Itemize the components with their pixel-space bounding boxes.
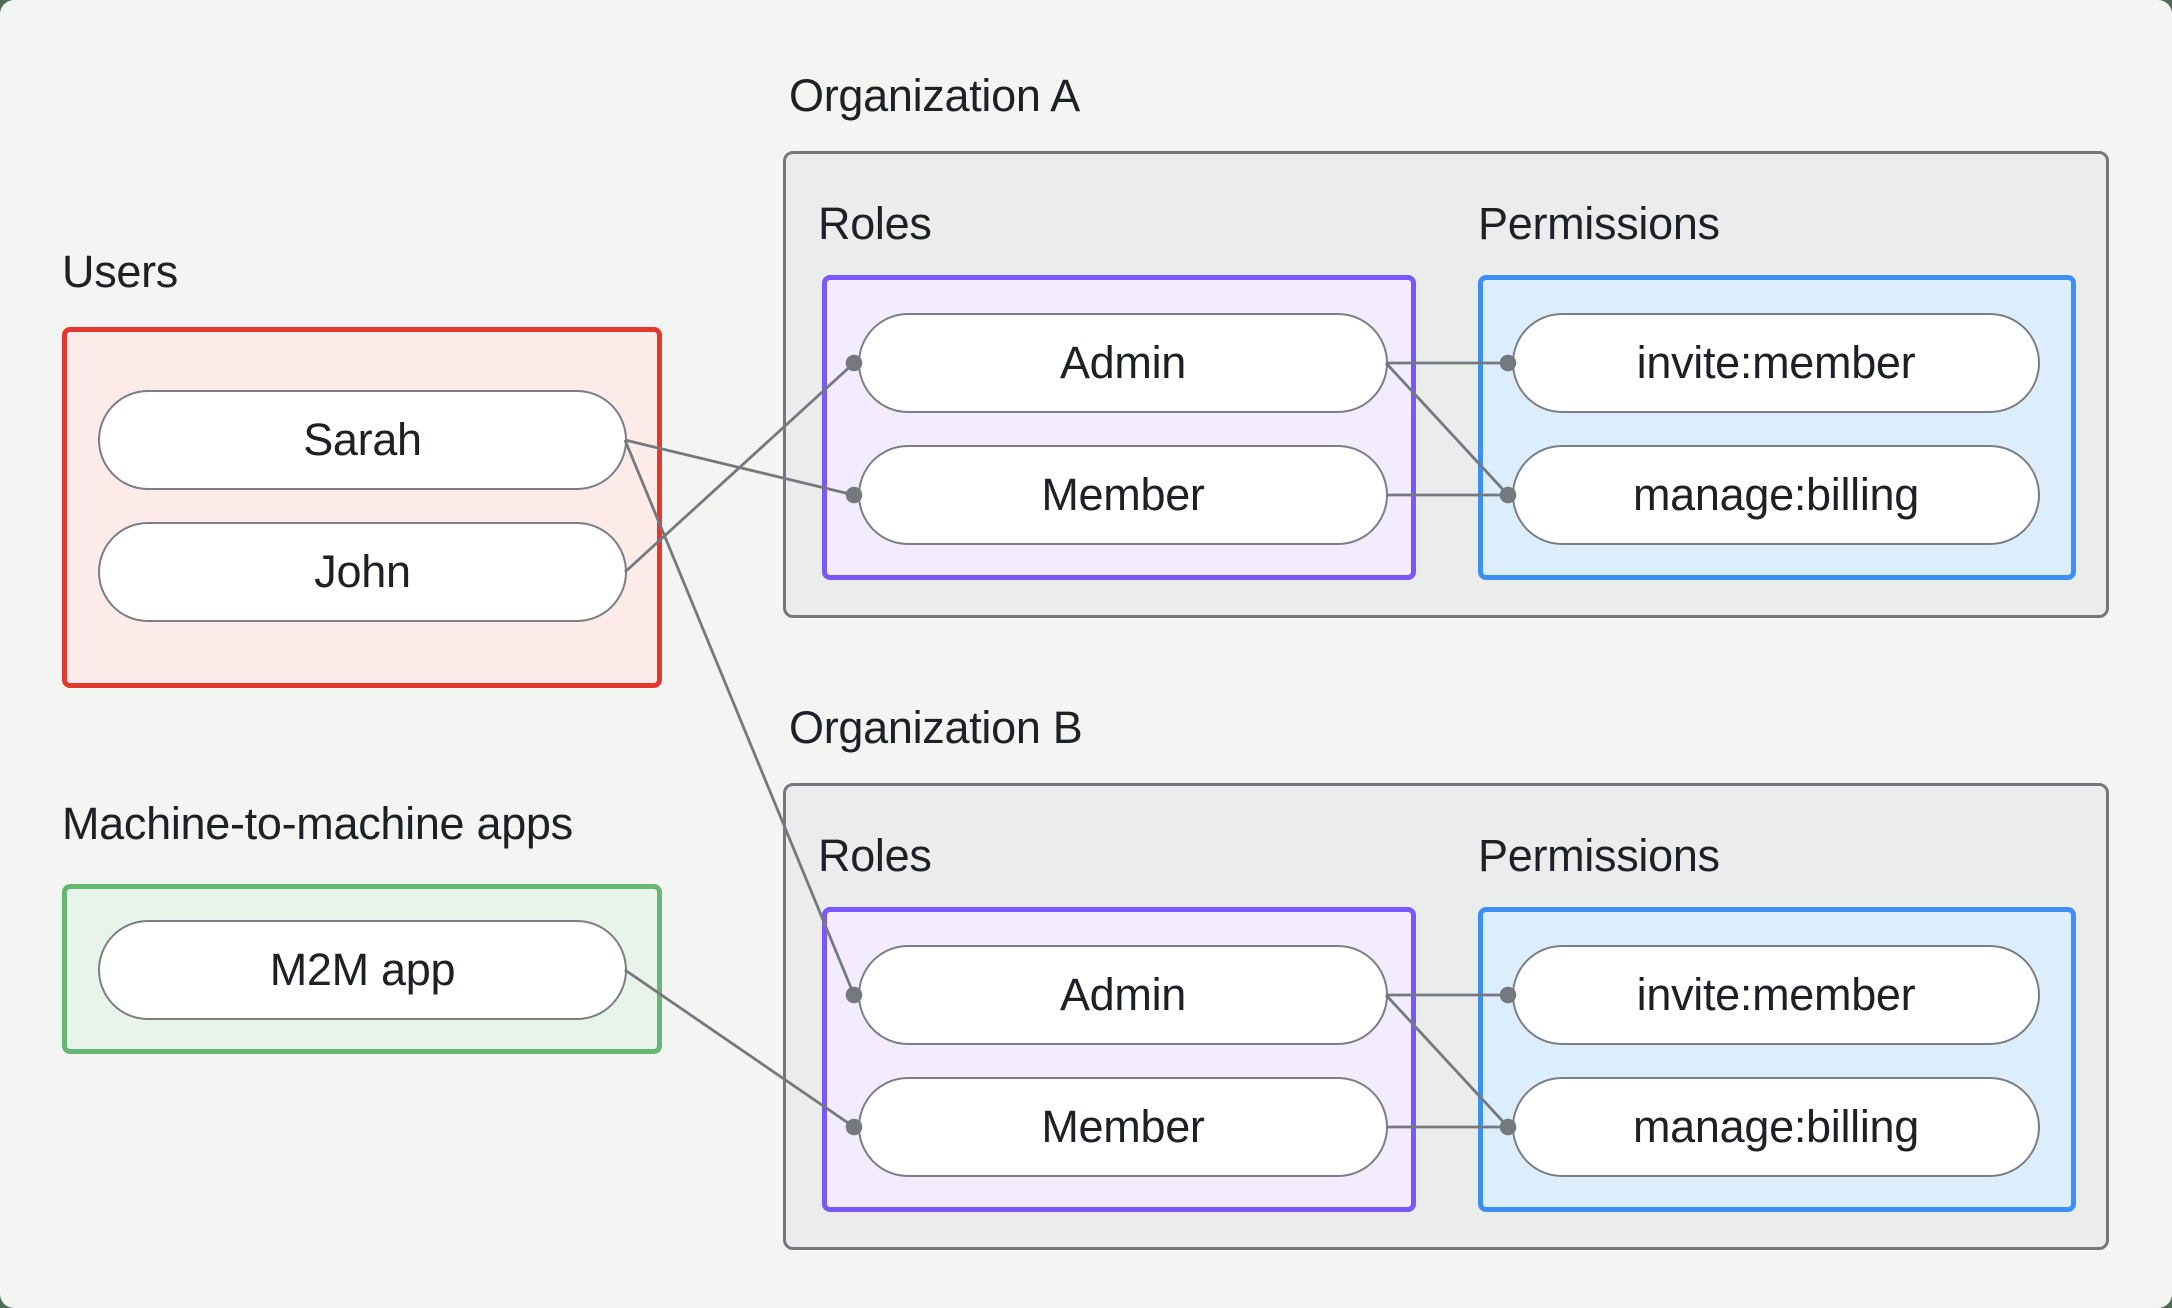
org-b-roles-label: Roles <box>818 830 932 881</box>
org-a-permission-invite-member: invite:member <box>1512 313 2040 413</box>
org-b-permission-manage-billing: manage:billing <box>1512 1077 2040 1177</box>
org-b-title: Organization B <box>789 702 1083 753</box>
org-a-role-member: Member <box>858 445 1388 545</box>
org-b-permission-invite-member: invite:member <box>1512 945 2040 1045</box>
users-group-label: Users <box>62 246 179 297</box>
org-b-permissions-label: Permissions <box>1478 830 1720 881</box>
org-a-permission-manage-billing: manage:billing <box>1512 445 2040 545</box>
org-a-role-admin: Admin <box>858 313 1388 413</box>
user-node-john: John <box>98 522 627 622</box>
org-a-permissions-label: Permissions <box>1478 198 1720 249</box>
org-b-role-admin: Admin <box>858 945 1388 1045</box>
m2m-group-label: Machine-to-machine apps <box>62 798 573 849</box>
user-node-sarah: Sarah <box>98 390 627 490</box>
m2m-app-node: M2M app <box>98 920 627 1020</box>
org-a-roles-label: Roles <box>818 198 932 249</box>
org-a-title: Organization A <box>789 70 1080 121</box>
users-group-box <box>62 327 662 688</box>
org-b-role-member: Member <box>858 1077 1388 1177</box>
